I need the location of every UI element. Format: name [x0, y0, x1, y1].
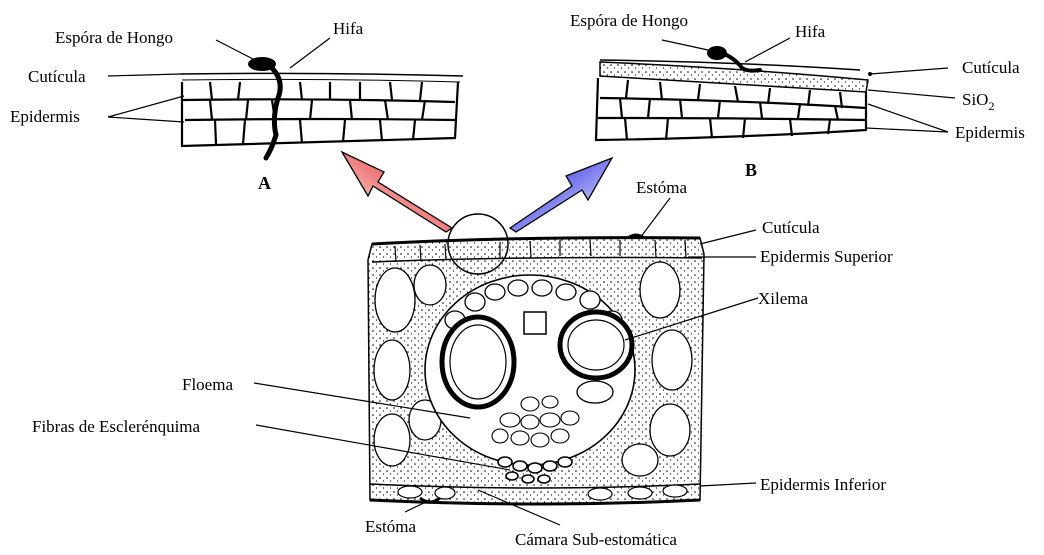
upper-epidermis-label: Epidermis Superior: [760, 247, 893, 266]
panel-b-silica-label: SiO2: [962, 90, 994, 113]
substomatal-chamber-label: Cámara Sub-estomática: [515, 530, 677, 549]
panel-a-epidermis-cells: [182, 82, 458, 146]
lower-epidermis-label: Epidermis Inferior: [760, 475, 886, 494]
panel-b-spore: [707, 46, 727, 60]
sclerenchyma-label: Fibras de Esclerénquima: [32, 417, 201, 436]
panel-a-cuticle-label: Cutícula: [28, 67, 86, 86]
panel-a-cuticle: [180, 73, 463, 76]
panel-b-letter: B: [745, 160, 757, 180]
panel-b-epidermis-label: Epidermis: [955, 123, 1025, 142]
stoma-bottom-label: Estóma: [365, 517, 416, 536]
cross-cuticle-label: Cutícula: [762, 218, 820, 237]
panel-b-silica-layer: [600, 62, 868, 92]
panel-b-cuticle-label: Cutícula: [962, 58, 1020, 77]
panel-a-epidermis-label: Epidermis: [10, 107, 80, 126]
panel-b: Espóra de Hongo Hifa Cutícula SiO2 Epide…: [570, 11, 1025, 180]
panel-b-hypha-label: Hifa: [795, 22, 826, 41]
xylem-label: Xilema: [758, 289, 808, 308]
panel-a-hypha-label: Hifa: [333, 19, 364, 38]
panel-b-spore-label: Espóra de Hongo: [570, 11, 688, 30]
arrow-to-b: [510, 158, 612, 232]
panel-a-spore-label: Espóra de Hongo: [55, 28, 173, 47]
phloem-label: Floema: [182, 375, 233, 394]
leaf-cross-section: [368, 214, 704, 504]
panel-a: Espóra de Hongo Hifa Cutícula Epidermis …: [10, 19, 463, 193]
stoma-top-label: Estóma: [636, 178, 687, 197]
panel-a-letter: A: [258, 173, 271, 193]
arrow-to-a: [342, 152, 452, 232]
